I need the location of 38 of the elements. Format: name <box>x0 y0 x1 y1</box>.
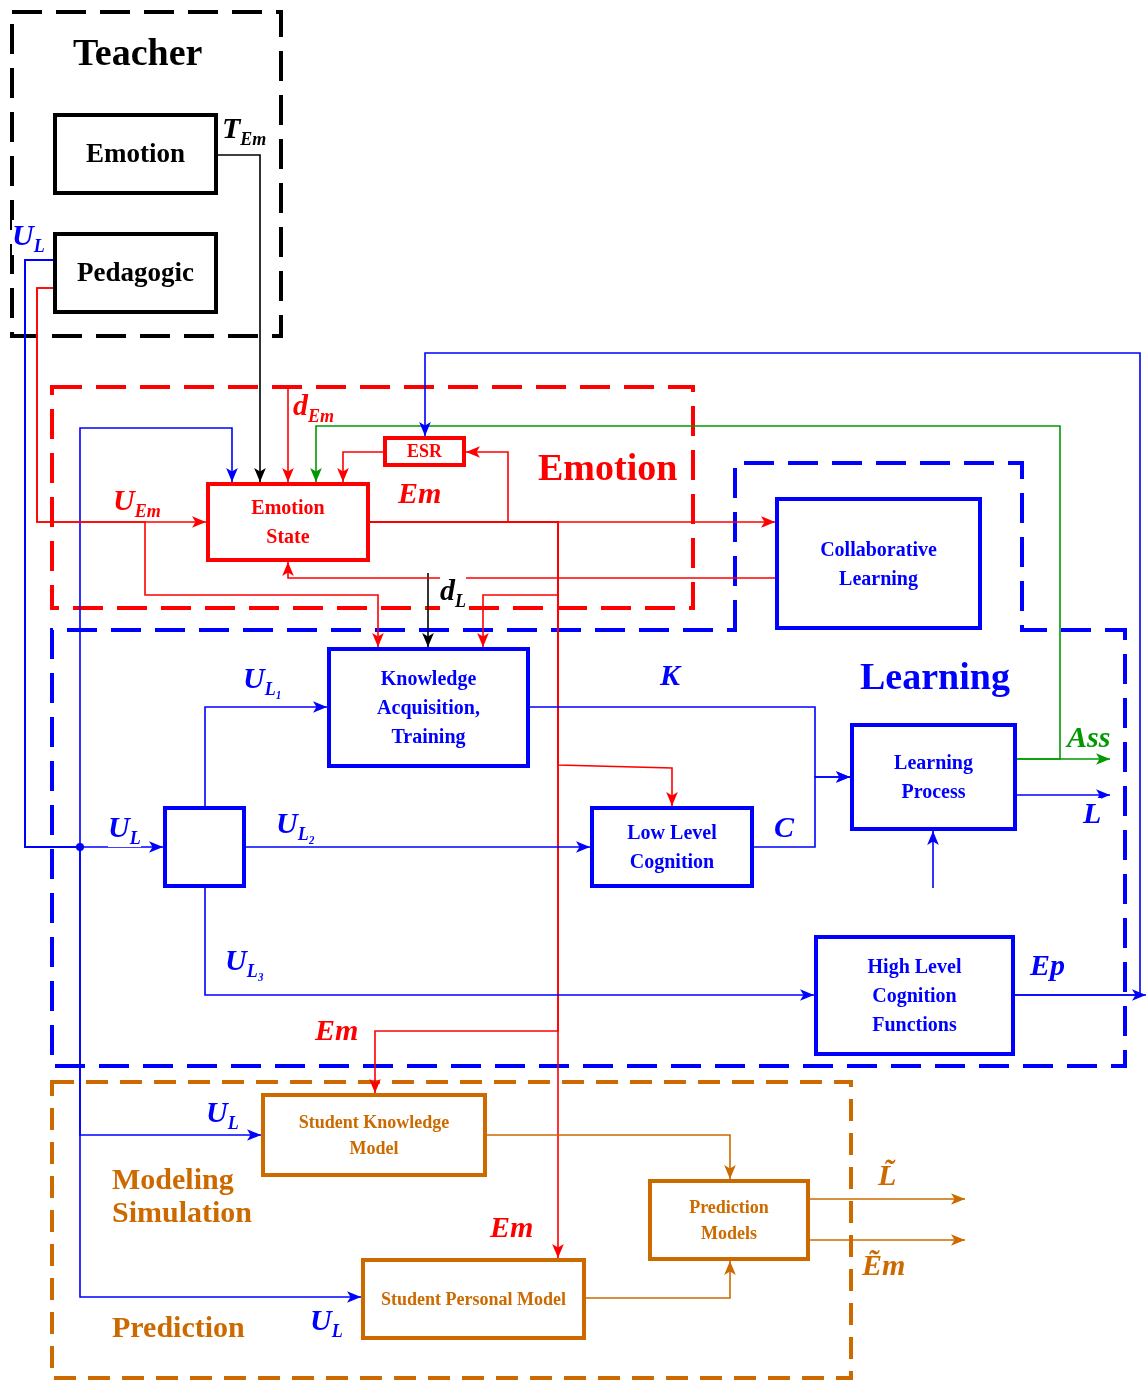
signal-label: U$_{L}$ <box>12 220 45 255</box>
arrow <box>204 701 328 807</box>
group-title: Emotion <box>538 447 678 489</box>
arrow <box>1016 789 1111 801</box>
process-box: Knowledge Acquisition, Training <box>327 647 530 768</box>
arrow <box>585 1260 736 1299</box>
process-box: Emotion <box>53 113 218 195</box>
process-box: Pedagogic <box>53 232 218 314</box>
process-box: Prediction Models <box>648 1179 810 1261</box>
group-title: Prediction <box>112 1310 245 1343</box>
group-title: Learning <box>860 656 1010 698</box>
arrow <box>753 771 851 848</box>
arrow <box>419 352 1141 996</box>
process-box: High Level Cognition Functions <box>814 935 1015 1056</box>
process-box: Student Knowledge Model <box>261 1093 487 1177</box>
arrow <box>422 572 434 648</box>
empty-box <box>163 806 246 888</box>
process-box: Student Personal Model <box>361 1258 586 1340</box>
arrow <box>486 1134 736 1180</box>
arrow <box>36 287 384 648</box>
edge-label: d$_{L}$ <box>440 575 466 610</box>
arrow <box>282 561 776 579</box>
arrow <box>809 1193 966 1205</box>
process-box: Emotion State <box>206 482 370 562</box>
process-box: Learning Process <box>850 723 1017 831</box>
process-box: Collaborative Learning <box>775 497 982 630</box>
arrow <box>204 887 815 1001</box>
arrow <box>217 154 266 483</box>
arrow <box>310 425 1061 760</box>
arrow <box>245 841 591 853</box>
group-title: Teacher <box>73 32 203 74</box>
arrow <box>337 451 384 483</box>
arrow <box>927 830 939 889</box>
process-box: ESR <box>383 436 466 467</box>
process-box: Low Level Cognition <box>590 806 754 888</box>
arrow <box>24 259 362 1303</box>
arrow <box>809 1234 966 1246</box>
group-title: Modeling Simulation <box>112 1162 254 1228</box>
